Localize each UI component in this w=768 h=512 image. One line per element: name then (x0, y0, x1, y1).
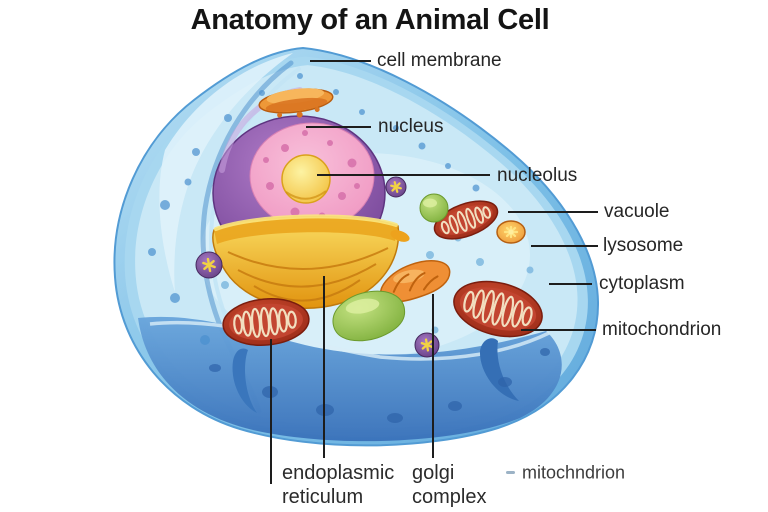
label-mitochndrion-bottom: mitochndrion (522, 462, 626, 483)
label-golgi-line2: complex (412, 486, 487, 508)
vesicle-top (385, 176, 407, 198)
label-vacuole: vacuole (604, 201, 670, 222)
label-cytoplasm: cytoplasm (599, 273, 685, 294)
golgi-complex-shape (380, 260, 451, 303)
mitochondrion-right (453, 280, 543, 338)
label-golgi-complex: golgi complex (412, 461, 486, 509)
diagram-title: Anatomy of an Animal Cell (190, 4, 550, 36)
golgi-top-shape (258, 88, 334, 118)
label-nucleolus: nucleolus (497, 165, 578, 186)
dash-mark (506, 471, 515, 474)
label-endoplasmic-line2: reticulum (282, 486, 364, 508)
label-golgi-line1: golgi (412, 462, 455, 484)
nucleolus-shape (281, 154, 331, 204)
label-endoplasmic-line1: endoplasmic (282, 462, 395, 484)
label-nucleus: nucleus (378, 116, 444, 137)
leader-lines (270, 60, 598, 484)
cytoplasm-speckles (148, 73, 534, 345)
green-organelle-large (332, 290, 406, 342)
vesicle-bottom (414, 332, 440, 358)
label-mitochondrion: mitochondrion (602, 319, 722, 340)
lysosome-shape (496, 220, 526, 244)
mitochondrion-top-right (433, 200, 499, 240)
vesicle-left (195, 251, 223, 279)
green-organelle-small (419, 193, 449, 223)
membrane-highlight (159, 53, 293, 292)
label-cell-membrane: cell membrane (377, 50, 502, 71)
chromatin-spots (263, 130, 360, 220)
mitochondrion-left (222, 298, 310, 346)
label-lysosome: lysosome (603, 235, 684, 256)
label-endoplasmic-reticulum: endoplasmic reticulum (282, 461, 394, 509)
